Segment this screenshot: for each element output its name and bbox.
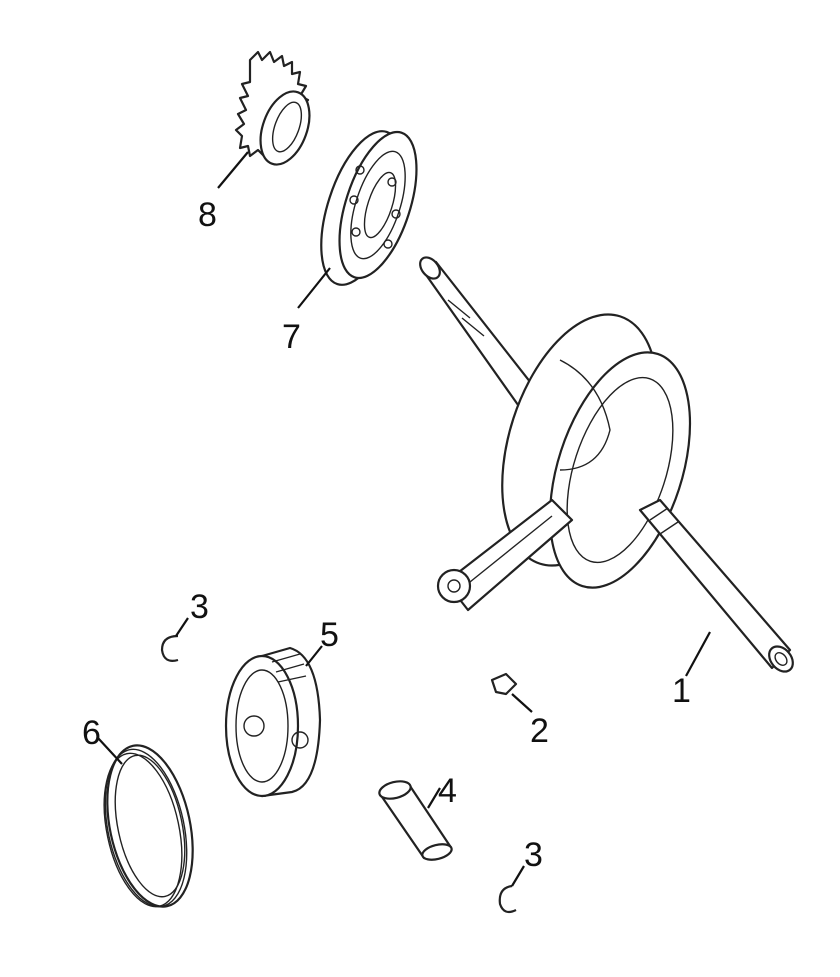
piston-part — [224, 645, 323, 798]
bearing-part — [297, 130, 418, 309]
callout-2: 2 — [530, 712, 549, 750]
callout-4: 4 — [438, 772, 457, 810]
circlip-upper-part — [160, 617, 189, 662]
callout-5: 5 — [320, 616, 339, 654]
sprocket-part — [217, 50, 311, 189]
callout-6: 6 — [82, 714, 101, 752]
leader-4 — [427, 787, 441, 809]
key-part — [490, 672, 533, 713]
leader-6 — [97, 737, 123, 765]
leader-5 — [305, 645, 323, 667]
leader-3a — [175, 617, 189, 637]
crankshaft-part — [419, 256, 794, 677]
circlip-lower-part — [498, 865, 525, 914]
callout-3-upper: 3 — [190, 588, 209, 626]
leader-2 — [511, 693, 533, 713]
piston-rings-part — [97, 737, 194, 908]
callout-8: 8 — [198, 196, 217, 234]
leader-8 — [217, 151, 249, 189]
callout-7: 7 — [282, 318, 301, 356]
leader-1 — [685, 631, 711, 677]
leader-3b — [511, 865, 525, 887]
callout-1: 1 — [672, 672, 691, 710]
leader-7 — [297, 267, 331, 309]
callout-3-lower: 3 — [524, 836, 543, 874]
piston-pin-part — [378, 780, 453, 861]
